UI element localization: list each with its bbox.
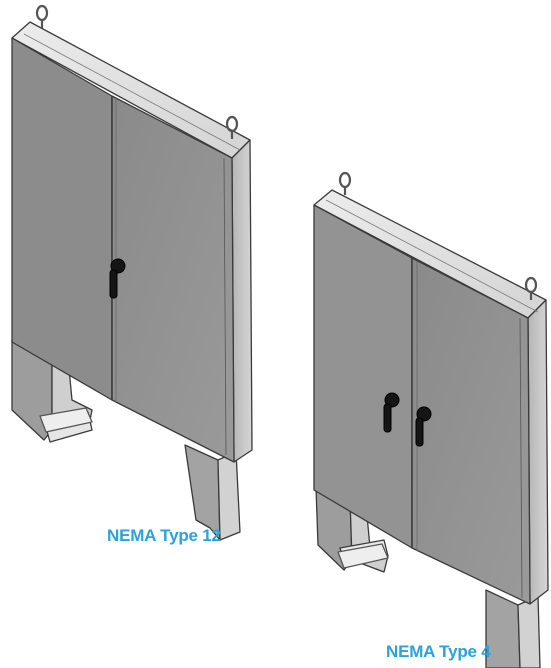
type4-door-left: [313, 204, 413, 549]
type12-enclosure: [11, 4, 253, 541]
type4-door-handle-right-icon: [415, 406, 432, 447]
type4-lifting-eye-left: [338, 171, 352, 195]
type12-door-right: [111, 95, 235, 463]
type4-door-handle-left-icon: [383, 392, 400, 433]
type4-foot-plate: [337, 543, 389, 569]
type12-caption: NEMA Type 12: [107, 526, 221, 545]
type4-caption: NEMA Type 4: [386, 642, 491, 661]
type12-side-panel: [231, 139, 253, 463]
type12-lifting-eye-right: [225, 115, 239, 139]
type12-door-left: [11, 37, 113, 401]
type12-foot-plate: [39, 407, 93, 433]
type4-side-panel: [527, 299, 549, 605]
type4-enclosure: [313, 171, 549, 668]
type12-lifting-eye-left: [35, 4, 49, 28]
type4-door-right: [411, 257, 531, 605]
type4-lifting-eye-right: [524, 276, 538, 300]
type12-door-handle-icon: [109, 258, 126, 299]
